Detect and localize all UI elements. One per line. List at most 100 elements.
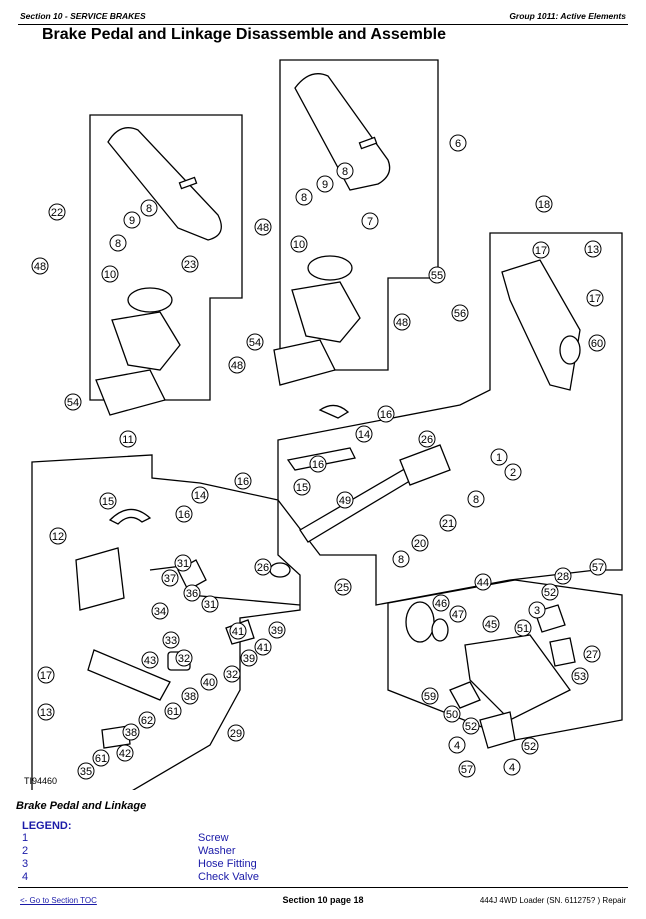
svg-text:35: 35 (80, 766, 92, 778)
legend-list: 1 Screw 2 Washer 3 Hose Fitting 4 Check … (22, 832, 422, 884)
svg-text:29: 29 (230, 728, 242, 740)
callout: 15 (293, 478, 311, 496)
callout: 20 (411, 534, 429, 552)
callout: 57 (458, 760, 476, 778)
svg-text:25: 25 (337, 582, 349, 594)
callout: 8 (467, 490, 485, 508)
svg-text:61: 61 (167, 706, 179, 718)
legend-item: 1 Screw (22, 832, 422, 845)
svg-text:52: 52 (465, 721, 477, 733)
callout: 61 (164, 702, 182, 720)
callout: 4 (448, 736, 466, 754)
callout: 8 (392, 550, 410, 568)
svg-text:14: 14 (358, 429, 370, 441)
callout: 48 (393, 313, 411, 331)
svg-text:26: 26 (257, 562, 269, 574)
callout: 52 (541, 583, 559, 601)
callout: 62 (138, 711, 156, 729)
callout: 16 (234, 472, 252, 490)
legend-desc: Check Valve (198, 871, 259, 883)
svg-text:48: 48 (396, 317, 408, 329)
callout: 10 (101, 265, 119, 283)
callout: 39 (240, 649, 258, 667)
svg-text:17: 17 (535, 245, 547, 257)
callout: 13 (584, 240, 602, 258)
svg-text:8: 8 (115, 238, 121, 250)
legend-item: 3 Hose Fitting (22, 858, 422, 871)
callout: 8 (295, 188, 313, 206)
svg-text:57: 57 (461, 764, 473, 776)
callout: 56 (451, 304, 469, 322)
svg-text:21: 21 (442, 518, 454, 530)
callout: 49 (336, 491, 354, 509)
svg-text:27: 27 (586, 649, 598, 661)
callout: 1 (490, 448, 508, 466)
callout: 34 (151, 602, 169, 620)
callout: 38 (122, 723, 140, 741)
svg-text:11: 11 (122, 434, 133, 446)
legend-item: 2 Washer (22, 845, 422, 858)
callout: 48 (228, 356, 246, 374)
svg-text:60: 60 (591, 338, 603, 350)
svg-text:33: 33 (165, 635, 177, 647)
svg-text:17: 17 (589, 293, 601, 305)
svg-text:50: 50 (446, 709, 458, 721)
svg-text:15: 15 (102, 496, 114, 508)
svg-text:51: 51 (517, 623, 529, 635)
callout: 26 (254, 558, 272, 576)
svg-text:2: 2 (510, 467, 516, 479)
callout: 39 (268, 621, 286, 639)
svg-text:59: 59 (424, 691, 436, 703)
svg-text:32: 32 (226, 669, 238, 681)
callout: 53 (571, 667, 589, 685)
callout: 52 (462, 717, 480, 735)
svg-text:32: 32 (178, 653, 190, 665)
svg-text:39: 39 (243, 653, 255, 665)
section-toc-link[interactable]: <- Go to Section TOC (20, 896, 97, 905)
svg-text:37: 37 (164, 573, 176, 585)
callout: 29 (227, 724, 245, 742)
svg-text:16: 16 (312, 459, 324, 471)
callout: 60 (588, 334, 606, 352)
svg-text:26: 26 (421, 434, 433, 446)
svg-text:38: 38 (125, 727, 137, 739)
svg-text:9: 9 (322, 179, 328, 191)
svg-text:47: 47 (452, 609, 464, 621)
svg-text:34: 34 (154, 606, 166, 618)
callout: 36 (183, 584, 201, 602)
callout: 54 (64, 393, 82, 411)
svg-text:46: 46 (435, 598, 447, 610)
callout: 47 (449, 605, 467, 623)
callout: 17 (532, 241, 550, 259)
svg-text:40: 40 (203, 677, 215, 689)
svg-text:28: 28 (557, 571, 569, 583)
legend-num: 2 (22, 845, 29, 857)
callout: 55 (428, 266, 446, 284)
figure-caption: Brake Pedal and Linkage (16, 800, 147, 812)
callout: 14 (355, 425, 373, 443)
callout: 43 (141, 651, 159, 669)
svg-text:54: 54 (249, 337, 261, 349)
svg-text:23: 23 (184, 259, 196, 271)
page-header: Section 10 - SERVICE BRAKES Group 1011: … (18, 8, 628, 25)
legend-item: 4 Check Valve (22, 871, 422, 884)
svg-text:8: 8 (473, 494, 479, 506)
callout: 9 (316, 175, 334, 193)
callout: 37 (161, 569, 179, 587)
svg-text:42: 42 (119, 748, 131, 760)
callout: 27 (583, 645, 601, 663)
callout: 23 (181, 255, 199, 273)
callout: 13 (37, 703, 55, 721)
svg-text:39: 39 (271, 625, 283, 637)
callout: 8 (109, 234, 127, 252)
svg-text:3: 3 (534, 605, 540, 617)
svg-text:52: 52 (524, 741, 536, 753)
illustration-id: TI94460 (24, 776, 57, 786)
callout: 40 (200, 673, 218, 691)
callout: 54 (246, 333, 264, 351)
callout: 4 (503, 758, 521, 776)
callout: 28 (554, 567, 572, 585)
exploded-parts-diagram: 22 8 9 8 23 10 48 48 54 6 8 9 8 7 10 48 … (24, 59, 623, 790)
callout: 17 (586, 289, 604, 307)
svg-text:44: 44 (477, 577, 489, 589)
